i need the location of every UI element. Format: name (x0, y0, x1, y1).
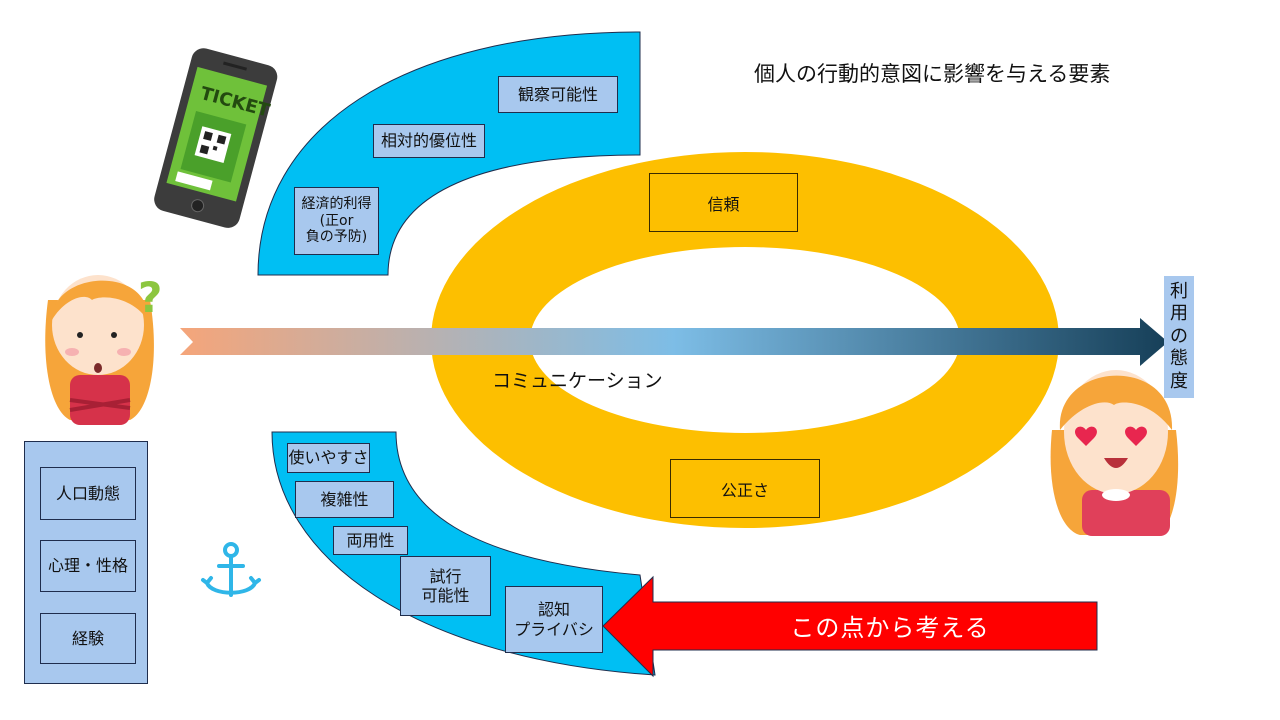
main-gradient-arrow (180, 318, 1168, 366)
attitude-char: 態 (1170, 348, 1188, 370)
factor-perceived-privacy: 認知 プライバシ (505, 586, 603, 653)
attitude-char: 用 (1170, 303, 1188, 325)
factor-demographics: 人口動態 (40, 467, 136, 520)
confused-girl-illustration: ? (45, 273, 162, 425)
red-arrow (602, 575, 1098, 678)
communication-label: コミュニケーション (492, 370, 663, 392)
factor-relative-advantage: 相対的優位性 (373, 124, 485, 158)
factor-complexity: 複雑性 (295, 481, 394, 518)
factor-compatibility: 両用性 (333, 526, 408, 555)
ring-trust-box: 信頼 (649, 173, 798, 232)
red-arrow-label: この点から考える (790, 614, 990, 642)
factor-psychology: 心理・性格 (40, 540, 136, 592)
factor-economic-benefit: 経済的利得 (正or 負の予防) (294, 187, 379, 255)
smartphone-ticket-icon: TICKET (154, 48, 278, 228)
attitude-char: 度 (1170, 370, 1188, 392)
factor-trialability: 試行 可能性 (400, 556, 491, 616)
attitude-char: の (1170, 325, 1188, 347)
diagram-title: 個人の行動的意図に影響を与える要素 (754, 62, 1111, 86)
factor-observability: 観察可能性 (498, 76, 618, 113)
question-mark-icon: ? (138, 273, 162, 322)
happy-girl-illustration (1050, 370, 1179, 536)
factor-ease-of-use: 使いやすさ (287, 443, 370, 473)
factor-experience: 経験 (40, 613, 136, 664)
orange-ring (431, 152, 1059, 528)
usage-attitude-label: 利 用 の 態 度 (1164, 276, 1194, 398)
ring-fairness-box: 公正さ (670, 459, 820, 518)
attitude-char: 利 (1170, 280, 1188, 302)
anchor-icon (201, 542, 261, 597)
